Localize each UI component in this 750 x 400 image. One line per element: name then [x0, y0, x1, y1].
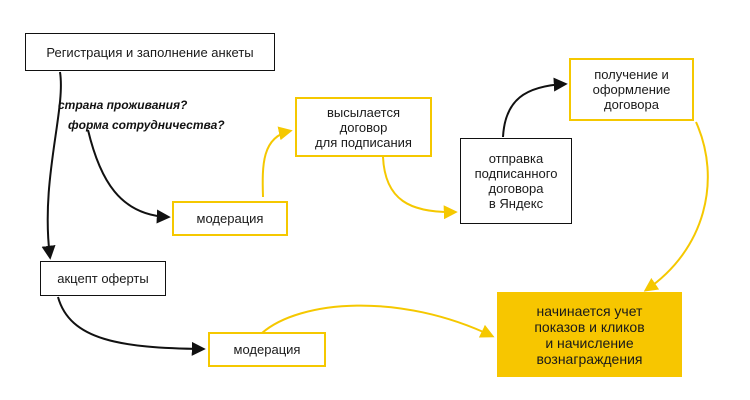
node-moderation-1: модерация [172, 201, 288, 236]
node-contract-sent: высылается договор для подписания [295, 97, 432, 157]
question-cooperation: форма сотрудничества? [68, 118, 225, 132]
node-offer-acceptance: акцепт оферты [40, 261, 166, 296]
arrow-send-signed-to-receive-contract [502, 77, 568, 138]
arrow-moderation-1-to-contract-sent [261, 126, 293, 198]
node-registration: Регистрация и заполнение анкеты [25, 33, 275, 71]
arrow-registration-to-offer-acceptance [41, 71, 62, 260]
arrow-registration-to-moderation-1 [87, 129, 171, 224]
node-moderation-2: модерация [208, 332, 326, 367]
node-receive-contract: получение и оформление договора [569, 58, 694, 121]
arrow-contract-sent-to-send-signed [382, 156, 458, 220]
node-send-signed: отправка подписанного договора в Яндекс [460, 138, 572, 224]
arrow-offer-acceptance-to-moderation-2 [57, 296, 206, 356]
arrow-receive-contract-to-accounting-start [643, 121, 709, 292]
question-country: страна проживания? [58, 98, 188, 112]
arrow-moderation-2-to-accounting-start [261, 304, 495, 338]
node-accounting-start: начинается учет показов и кликов и начис… [497, 292, 682, 377]
